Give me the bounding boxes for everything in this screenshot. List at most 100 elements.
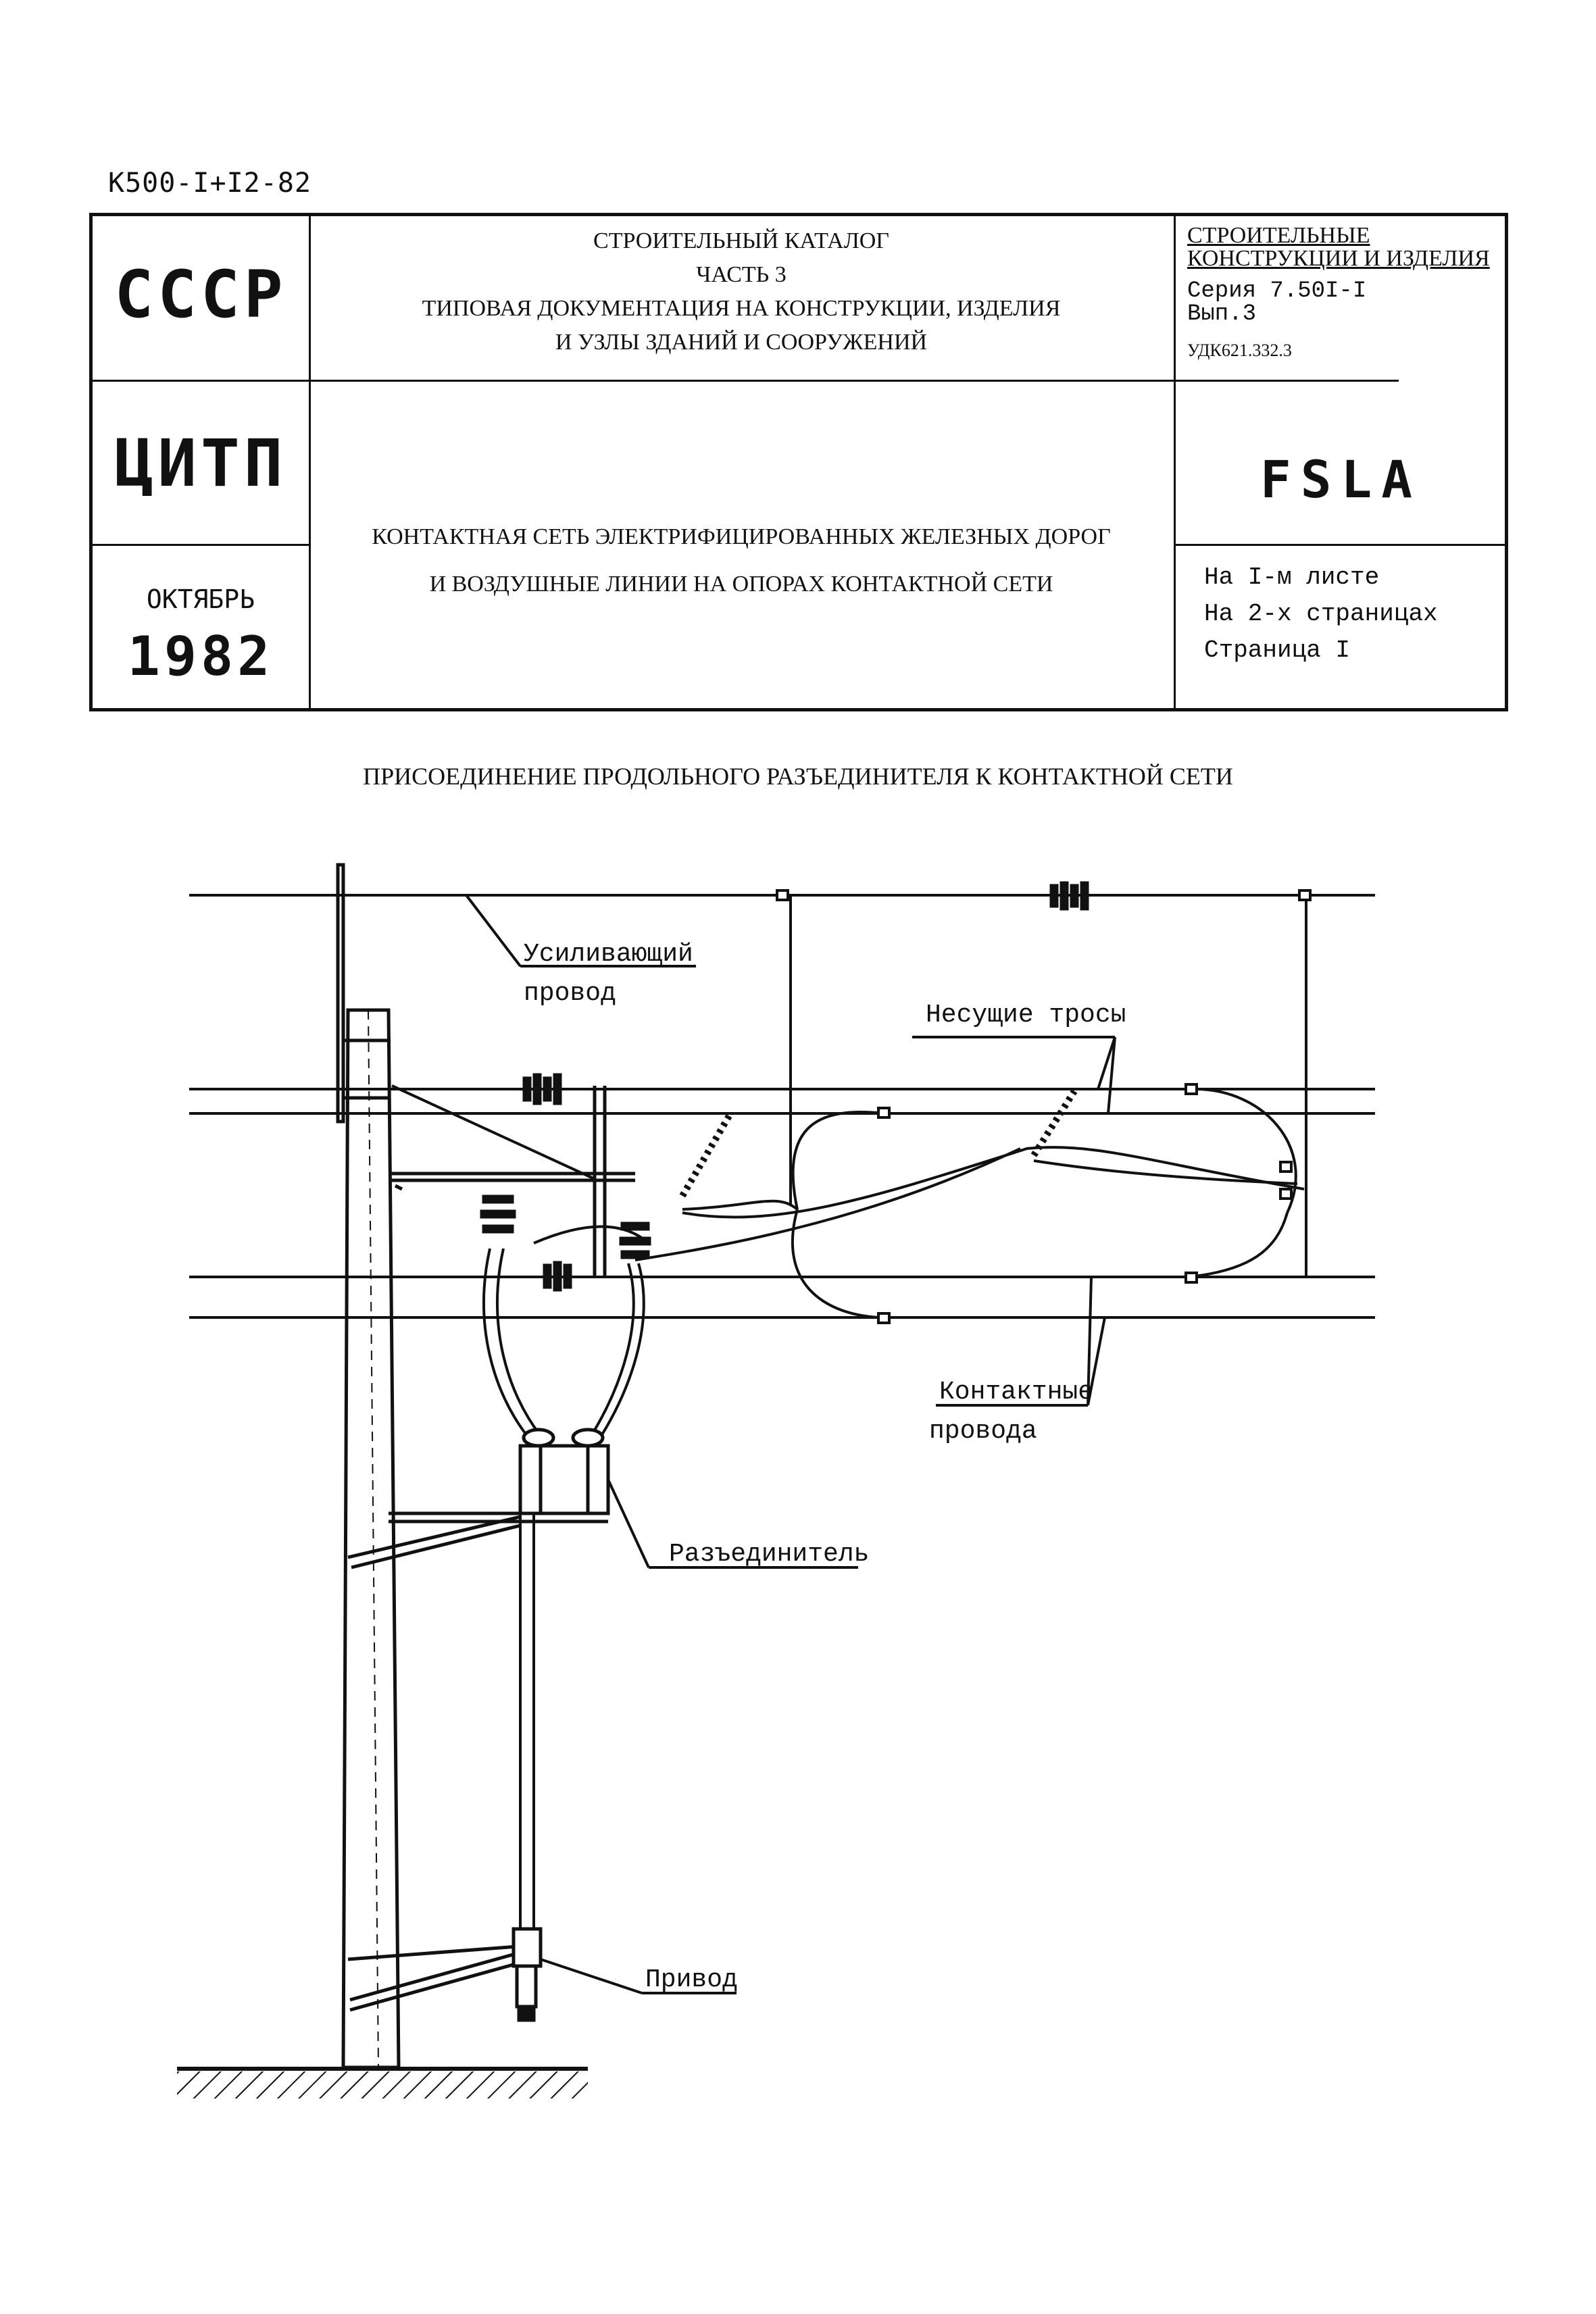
label-reinforcing-wire: Усиливающий <box>524 940 693 969</box>
catalog-line: ЧАСТЬ 3 <box>696 262 787 287</box>
insulator-icon <box>553 1073 562 1105</box>
insulator-icon <box>553 1261 562 1292</box>
leader-line <box>1087 1276 1093 1406</box>
leader-line <box>1087 1317 1106 1406</box>
insulator-icon <box>679 1113 733 1198</box>
drive-strut <box>349 1951 521 2002</box>
jumper-loop <box>791 1111 886 1319</box>
doc-title-line: И ВОЗДУШНЫЕ ЛИНИИ НА ОПОРАХ КОНТАКТНОЙ С… <box>429 572 1053 597</box>
org-mid: ЦИТП <box>114 426 287 501</box>
leader-line <box>1097 1036 1116 1090</box>
label-reinforcing-wire: провод <box>524 979 616 1008</box>
drive-body <box>512 1927 543 1968</box>
sheet-line: На 2-х страницах <box>1204 600 1438 628</box>
insulator-icon <box>1049 884 1059 908</box>
insulator-icon <box>543 1263 552 1289</box>
insulator-icon <box>522 1076 532 1102</box>
series-line: КОНСТРУКЦИИ И ИЗДЕЛИЯ <box>1187 246 1490 271</box>
catalog-line: СТРОИТЕЛЬНЫЙ КАТАЛОГ <box>593 228 889 253</box>
series-block: СТРОИТЕЛЬНЫЕ КОНСТРУКЦИИ И ИЗДЕЛИЯ Серия… <box>1187 224 1490 362</box>
disconnector-strut <box>351 1524 521 1569</box>
drawing-title: ПРИСОЕДИНЕНИЕ ПРОДОЛЬНОГО РАЗЪЕДИНИТЕЛЯ … <box>363 763 1233 790</box>
doc-title-line: КОНТАКТНАЯ СЕТЬ ЭЛЕКТРИФИЦИРОВАННЫХ ЖЕЛЕ… <box>372 524 1111 549</box>
feeder-cable <box>682 1146 1305 1219</box>
label-disconnector: Разъединитель <box>669 1540 869 1569</box>
bracket <box>394 1184 403 1191</box>
insulator-icon <box>1059 881 1069 911</box>
label-drive: Привод <box>645 1965 738 1994</box>
clamp-icon <box>1279 1188 1293 1200</box>
divider <box>93 544 309 546</box>
insulators <box>480 881 1089 1292</box>
drive-strut <box>349 1961 521 2012</box>
clamp-icon <box>1184 1083 1198 1095</box>
leaders <box>465 894 1116 1994</box>
insulator-icon <box>543 1076 552 1102</box>
clamp-icon <box>877 1312 891 1324</box>
ground <box>177 2067 588 2098</box>
pole-top-rod <box>336 863 345 1124</box>
document-code: К500-I+I2-82 <box>108 168 311 199</box>
series-line: Вып.3 <box>1187 301 1257 327</box>
label-contact-wires: провода <box>929 1417 1037 1446</box>
drive-body <box>515 1964 538 2009</box>
divider <box>1174 544 1508 546</box>
clamp-icon <box>1298 889 1312 901</box>
doc-title: КОНТАКТНАЯ СЕТЬ ЭЛЕКТРИФИЦИРОВАННЫХ ЖЕЛЕ… <box>316 513 1167 608</box>
pole-axis <box>368 1009 379 2068</box>
disconnector-contact <box>522 1428 555 1448</box>
insulator-icon <box>1080 881 1089 911</box>
clamp-icon <box>1184 1272 1198 1284</box>
label-catenary-wires: Несущие тросы <box>926 1001 1126 1030</box>
clamp-icon <box>776 889 789 901</box>
feeder-cable <box>682 1199 799 1211</box>
disconnector-body <box>518 1444 610 1515</box>
catalog-heading: СТРОИТЕЛЬНЫЙ КАТАЛОГ ЧАСТЬ 3 ТИПОВАЯ ДОК… <box>316 224 1167 359</box>
catalog-line: И УЗЛЫ ЗДАНИЙ И СООРУЖЕНИЙ <box>555 330 928 355</box>
insulator-icon <box>1070 884 1079 908</box>
divider <box>93 380 1399 382</box>
org-top: СССР <box>114 257 287 332</box>
stay-wire <box>391 1084 595 1180</box>
insulator-icon <box>620 1250 650 1259</box>
insulator-icon <box>620 1222 650 1231</box>
leader-line <box>1107 1036 1116 1114</box>
divider <box>309 216 311 708</box>
insulator-icon <box>563 1263 572 1289</box>
support-pole <box>341 1008 401 2069</box>
doc-code-box: FSLA <box>1260 449 1422 509</box>
wires <box>189 894 1375 1929</box>
feeder-cable <box>634 1147 1021 1261</box>
insulator-icon <box>532 1073 542 1105</box>
year: 1982 <box>127 625 274 688</box>
clamps <box>776 889 1312 1324</box>
disconnector <box>512 1428 610 2022</box>
leader-line <box>607 1479 650 1568</box>
insulator-icon <box>482 1224 514 1234</box>
sheet-info: На I-м листе На 2-х страницах Страница I <box>1204 559 1438 669</box>
drive-handle-icon <box>517 2005 536 2022</box>
sheet-line: На I-м листе <box>1204 563 1380 591</box>
title-block: СССР ЦИТП ОКТЯБРЬ 1982 СТРОИТЕЛЬНЫЙ КАТА… <box>89 213 1508 711</box>
clamp-icon <box>1279 1161 1293 1173</box>
sheet-line: Страница I <box>1204 636 1351 664</box>
leader-line <box>540 1958 643 1994</box>
insulator-icon <box>482 1194 514 1204</box>
catalog-line: ТИПОВАЯ ДОКУМЕНТАЦИЯ НА КОНСТРУКЦИИ, ИЗД… <box>422 296 1061 321</box>
disconnector-strut <box>347 1515 521 1559</box>
disconnector-contact <box>571 1428 605 1448</box>
disconnector-lead <box>590 1263 645 1437</box>
leader-line <box>465 894 522 967</box>
series-line: УДК621.332.3 <box>1187 341 1292 360</box>
label-contact-wires: Контактные <box>939 1378 1093 1407</box>
series-line: Серия 7.50I-I <box>1187 278 1367 304</box>
drive-bracket <box>347 1944 528 1961</box>
ground-hatch <box>177 2071 588 2098</box>
clamp-icon <box>877 1107 891 1119</box>
insulator-icon <box>619 1236 651 1246</box>
divider <box>1174 216 1176 708</box>
month: ОКТЯБРЬ <box>146 584 255 614</box>
feeder-cable <box>533 1225 650 1244</box>
insulator-icon <box>480 1209 516 1219</box>
